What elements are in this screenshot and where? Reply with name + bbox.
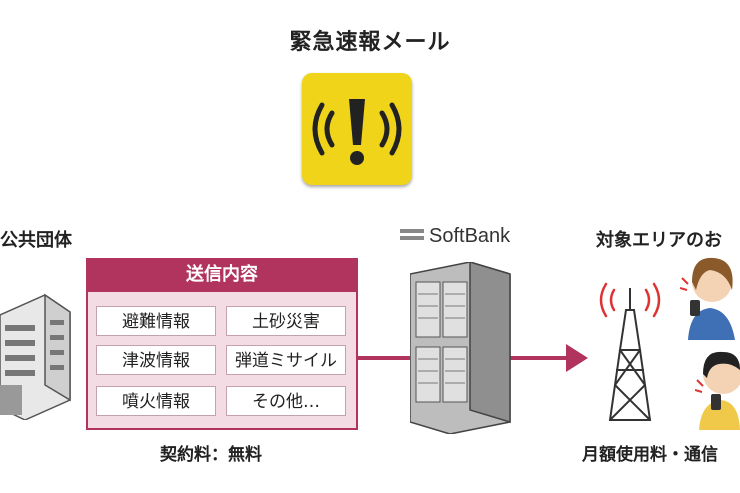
person-with-phone-icon [679, 250, 740, 344]
monthly-fee: 月額使用料・通信 [582, 445, 718, 465]
server-rack-icon [409, 260, 520, 438]
emergency-alert-icon [302, 73, 412, 185]
softbank-logo-icon [400, 229, 424, 247]
content-item: 避難情報 [96, 306, 216, 336]
content-item: その他… [226, 386, 346, 416]
sender-label: 公共団体 [0, 230, 72, 251]
arrow-head-icon [566, 344, 588, 372]
panel-header: 送信内容 [86, 258, 358, 292]
content-item: 土砂災害 [226, 306, 346, 336]
radio-tower-icon [590, 280, 670, 429]
page-title: 緊急速報メール [289, 30, 451, 55]
carrier-name: SoftBank [429, 225, 511, 247]
content-item: 噴火情報 [96, 386, 216, 416]
contract-fee: 契約料：無料 [160, 445, 262, 465]
child-with-phone-icon [694, 340, 740, 434]
content-item: 弾道ミサイル [226, 345, 346, 375]
panel-body: 避難情報 土砂災害 津波情報 弾道ミサイル 噴火情報 その他… [88, 292, 356, 428]
content-item: 津波情報 [96, 345, 216, 375]
target-area-label: 対象エリアのお [596, 230, 722, 251]
government-building-icon [0, 290, 80, 424]
